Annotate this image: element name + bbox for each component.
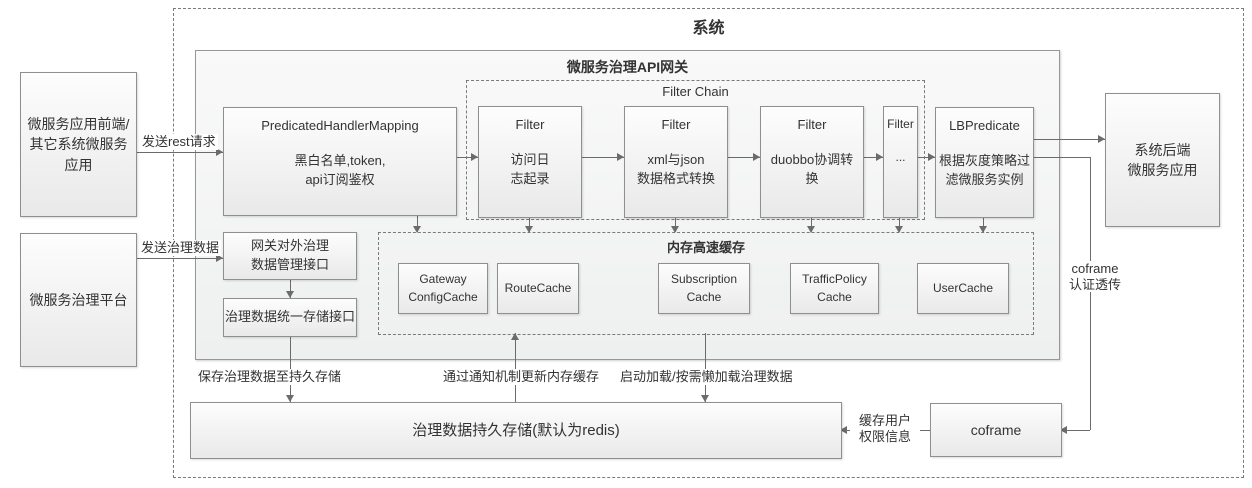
connector-line [1090, 157, 1091, 430]
arrowhead-icon [286, 291, 294, 298]
filter-title: Filter [797, 117, 827, 132]
arrowhead-icon [671, 226, 679, 233]
connector-line [1060, 430, 1090, 431]
node-route-cache: RouteCache [497, 263, 579, 314]
connector-line [417, 208, 418, 232]
arrowhead-icon [216, 148, 223, 156]
filter-title: Filter [661, 117, 691, 132]
cache-label: TrafficPolicy Cache [802, 272, 867, 304]
node-backend-apps-label: 系统后端 微服务应用 [1127, 141, 1198, 178]
cache-label: RouteCache [504, 280, 572, 295]
node-lb-predicate-body: 根据灰度策略过 滤微服务实例 [938, 152, 1030, 187]
edge-label-save-persist: 保存治理数据至持久存储 [196, 369, 344, 385]
connector-line [726, 157, 760, 158]
arrowhead-icon [525, 226, 533, 233]
connector-line [290, 335, 291, 402]
filter-body: 访问日 志起录 [510, 151, 550, 186]
connector-line [862, 157, 883, 158]
cache-panel-title: 内存高速缓存 [666, 240, 745, 255]
arrowhead-icon [511, 333, 519, 340]
node-frontend-apps-label: 微服务应用前端/ 其它系统微服务 应用 [27, 116, 130, 173]
connector-line [515, 333, 516, 402]
cache-label: Subscription Cache [670, 272, 738, 304]
arrowhead-icon [979, 226, 987, 233]
node-gov-data-store-label: 治理数据统一存储接口 [224, 309, 355, 325]
node-coframe-label: coframe [970, 421, 1022, 438]
node-filter-more: Filter ... [883, 106, 918, 218]
connector-line [705, 333, 706, 402]
connector-line [675, 208, 676, 232]
arrowhead-icon [471, 153, 478, 161]
filter-body: duobbo协调转 换 [770, 151, 854, 186]
connector-line [983, 208, 984, 232]
cache-label: UserCache [932, 280, 994, 295]
arrowhead-icon [413, 226, 421, 233]
node-lb-predicate: LBPredicate 根据灰度策略过 滤微服务实例 [935, 107, 1034, 218]
filter-title: Filter [515, 117, 545, 132]
node-filter-access-log: Filter 访问日 志起录 [478, 106, 582, 218]
node-user-cache: UserCache [917, 263, 1009, 314]
node-governance-platform-label: 微服务治理平台 [29, 291, 128, 308]
node-gov-data-mgmt-interface: 网关对外治理 数据管理接口 [223, 232, 357, 280]
connector-line [135, 152, 223, 153]
node-gov-data-mgmt-label: 网关对外治理 数据管理接口 [250, 238, 329, 272]
node-coframe: coframe [930, 403, 1062, 457]
filter-chain-title: Filter Chain [662, 84, 729, 99]
node-filter-xml-json: Filter xml与json 数据格式转换 [624, 106, 728, 218]
arrowhead-icon [753, 153, 760, 161]
arrowhead-icon [216, 254, 223, 262]
cache-panel: 内存高速缓存 [378, 232, 1034, 335]
node-phm-body: 黑白名单,token, api订阅鉴权 [294, 152, 386, 187]
node-backend-apps: 系统后端 微服务应用 [1105, 93, 1220, 227]
connector-line [916, 157, 935, 158]
node-gov-data-store-interface: 治理数据统一存储接口 [223, 298, 357, 337]
node-predicated-handler-mapping: PredicatedHandlerMapping 黑白名单,token, api… [223, 107, 457, 216]
node-gateway-config-cache: Gateway ConfigCache [398, 263, 488, 314]
filter-body: xml与json 数据格式转换 [636, 151, 715, 186]
arrowhead-icon [1098, 135, 1105, 143]
arrowhead-icon [895, 226, 903, 233]
arrowhead-icon [807, 226, 815, 233]
filter-title: Filter [887, 117, 914, 131]
edge-label-cache-user: 缓存用户 权限信息 [850, 413, 920, 445]
filter-chain-panel: Filter Chain [466, 80, 925, 220]
connector-line [1032, 139, 1105, 140]
connector-line [455, 157, 478, 158]
edge-label-startup-load: 启动加载/按需懒加载治理数据 [618, 369, 795, 385]
node-lb-predicate-title: LBPredicate [949, 118, 1020, 133]
edge-label-send-rest: 发送rest请求 [140, 134, 218, 150]
node-phm-title: PredicatedHandlerMapping [261, 118, 419, 133]
node-governance-platform: 微服务治理平台 [20, 233, 137, 367]
connector-line [899, 208, 900, 232]
arrowhead-icon [701, 395, 709, 402]
node-persistent-storage: 治理数据持久存储(默认为redis) [190, 402, 842, 459]
filter-body: ... [895, 150, 906, 165]
connector-line [580, 157, 624, 158]
edge-label-notify-update: 通过通知机制更新内存缓存 [441, 369, 602, 385]
node-subscription-cache: Subscription Cache [658, 263, 750, 314]
node-filter-duobbo: Filter duobbo协调转 换 [760, 106, 864, 218]
edge-label-send-governance: 发送治理数据 [139, 240, 222, 256]
connector-line [290, 278, 291, 298]
arrowhead-icon [840, 426, 847, 434]
connector-line [1032, 157, 1090, 158]
cache-label: Gateway ConfigCache [408, 272, 478, 304]
node-traffic-policy-cache: TrafficPolicy Cache [790, 263, 879, 314]
connector-line [135, 258, 223, 259]
arrowhead-icon [286, 395, 294, 402]
connector-line [811, 208, 812, 232]
node-frontend-apps: 微服务应用前端/ 其它系统微服务 应用 [20, 72, 137, 217]
arrowhead-icon [617, 153, 624, 161]
node-persistent-storage-label: 治理数据持久存储(默认为redis) [412, 421, 620, 439]
arrowhead-icon [928, 153, 935, 161]
arrowhead-icon [1060, 426, 1067, 434]
arrowhead-icon [876, 153, 883, 161]
system-title: 系统 [692, 20, 725, 37]
connector-line [529, 208, 530, 232]
gateway-title: 微服务治理API网关 [566, 59, 689, 75]
edge-label-coframe-auth: coframe 认证透传 [1062, 261, 1128, 293]
